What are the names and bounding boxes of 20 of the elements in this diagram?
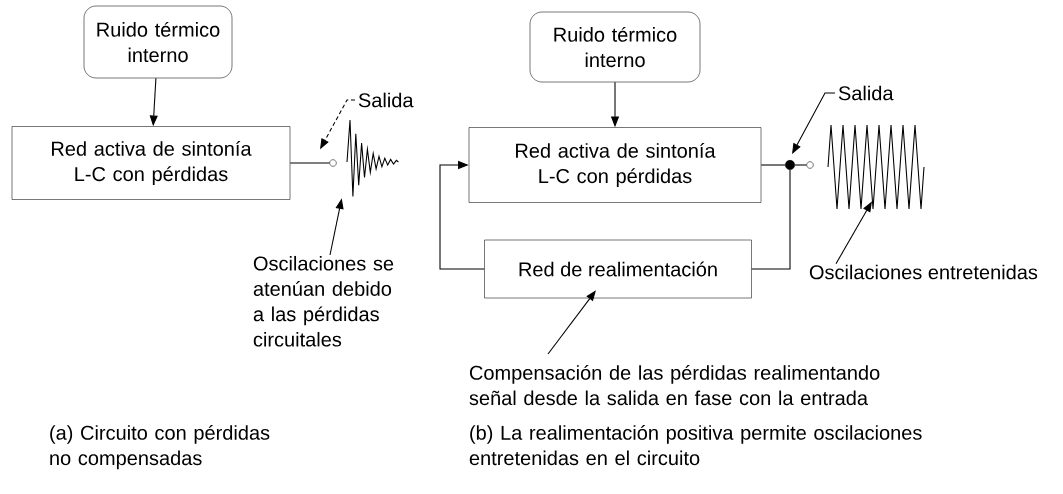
annotation-text: Oscilaciones entretenidas [809, 264, 1038, 280]
annotation-text: Oscilaciones se atenúan debido a las pérdidas circuitales [253, 255, 394, 347]
caption-text: (b) La realimentación positiva permite oscilaciones entretenidas en el circuito [469, 424, 922, 466]
process-box: Red activa de sintonía L-C con pérdidas [11, 126, 291, 200]
process-box: Red activa de sintonía L-C con pérdidas [468, 127, 762, 203]
caption-text: (a) Circuito con pérdidas no compensadas [50, 424, 270, 470]
output-label: Salida [838, 85, 894, 101]
connector-line [760, 164, 786, 166]
leader-line [547, 290, 596, 355]
feedback-box: Red de realimentación [484, 239, 752, 299]
waveform-drawing [346, 119, 399, 197]
connector-line [751, 169, 791, 270]
annotation-text: Compensación de las pérdidas realimentando señal desde la salida en fase con la entrada [469, 364, 880, 406]
source-box: Ruido térmico interno [83, 5, 233, 79]
connector-line [794, 164, 807, 166]
connector-line [289, 162, 330, 164]
arrow [439, 160, 485, 270]
waveform-drawing [827, 124, 925, 210]
output-label: Salida [358, 92, 414, 108]
source-box: Ruido térmico interno [529, 11, 701, 83]
